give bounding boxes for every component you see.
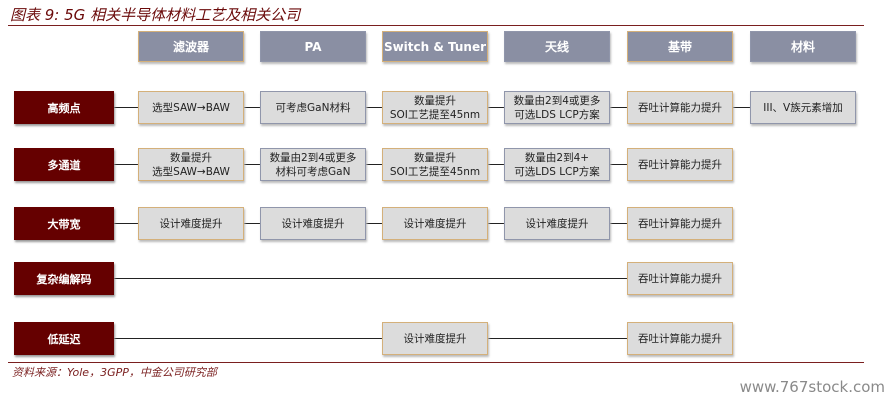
cell-text: 选型SAW→BAW (152, 165, 230, 178)
column-header: 材料 (750, 31, 856, 62)
diagram-cell: 可考虑GaN材料 (260, 91, 366, 124)
diagram-cell: 选型SAW→BAW (138, 91, 244, 124)
cell-text: 数量提升 (170, 151, 212, 164)
cell-text: 材料可考虑GaN (275, 165, 351, 178)
cell-text: 吞吐计算能力提升 (638, 101, 722, 114)
column-header: 基带 (627, 31, 733, 62)
cell-text: III、V族元素增加 (763, 101, 843, 114)
diagram-cell: 数量由2到4或更多可选LDS LCP方案 (504, 91, 610, 124)
cell-text: 吞吐计算能力提升 (638, 332, 722, 345)
bottom-divider (8, 362, 864, 363)
top-divider (8, 25, 864, 26)
row-label: 高频点 (14, 91, 114, 124)
cell-text: 吞吐计算能力提升 (638, 217, 722, 230)
diagram-cell: 吞吐计算能力提升 (627, 148, 733, 181)
diagram-cell: 吞吐计算能力提升 (627, 207, 733, 240)
diagram-cell: 吞吐计算能力提升 (627, 322, 733, 355)
connector-line (114, 223, 627, 224)
diagram-cell: 数量由2到4+可选LDS LCP方案 (504, 148, 610, 181)
cell-text: 数量由2到4或更多 (513, 94, 601, 107)
row-label: 大带宽 (14, 207, 114, 240)
diagram-cell: 吞吐计算能力提升 (627, 91, 733, 124)
cell-text: 设计难度提升 (403, 332, 467, 345)
diagram-cell: III、V族元素增加 (750, 91, 856, 124)
figure-title: 图表 9: 5G 相关半导体材料工艺及相关公司 (10, 6, 301, 24)
source-note: 资料来源：Yole，3GPP，中金公司研究部 (12, 366, 217, 379)
diagram-cell: 吞吐计算能力提升 (627, 262, 733, 295)
column-header: 滤波器 (138, 31, 244, 62)
diagram-cell: 设计难度提升 (382, 322, 488, 355)
diagram-cell: 设计难度提升 (138, 207, 244, 240)
watermark: www.767stock.com (739, 378, 885, 396)
row-label: 复杂编解码 (14, 262, 114, 295)
cell-text: 选型SAW→BAW (152, 101, 230, 114)
column-header: Switch & Tuner (382, 31, 488, 62)
cell-text: 数量由2到4或更多 (269, 151, 357, 164)
column-header: PA (260, 31, 366, 62)
row-label: 多通道 (14, 148, 114, 181)
cell-text: 设计难度提升 (403, 217, 467, 230)
column-header: 天线 (504, 31, 610, 62)
cell-text: 设计难度提升 (525, 217, 589, 230)
cell-text: 数量提升 (414, 94, 456, 107)
cell-text: SOI工艺提至45nm (389, 108, 481, 121)
diagram-cell: 设计难度提升 (504, 207, 610, 240)
row-label: 低延迟 (14, 322, 114, 355)
cell-text: 可选LDS LCP方案 (514, 108, 600, 121)
cell-text: 可考虑GaN材料 (275, 101, 351, 114)
cell-text: 数量提升 (414, 151, 456, 164)
cell-text: 可选LDS LCP方案 (514, 165, 600, 178)
cell-text: 吞吐计算能力提升 (638, 158, 722, 171)
connector-line (114, 164, 627, 165)
connector-line (114, 278, 627, 279)
cell-text: 数量由2到4+ (524, 151, 590, 164)
diagram-cell: 设计难度提升 (260, 207, 366, 240)
cell-text: 设计难度提升 (281, 217, 345, 230)
diagram-cell: 数量由2到4或更多材料可考虑GaN (260, 148, 366, 181)
cell-text: SOI工艺提至45nm (389, 165, 481, 178)
connector-line (114, 338, 627, 339)
diagram-cell: 设计难度提升 (382, 207, 488, 240)
cell-text: 设计难度提升 (159, 217, 223, 230)
cell-text: 吞吐计算能力提升 (638, 272, 722, 285)
diagram-cell: 数量提升选型SAW→BAW (138, 148, 244, 181)
